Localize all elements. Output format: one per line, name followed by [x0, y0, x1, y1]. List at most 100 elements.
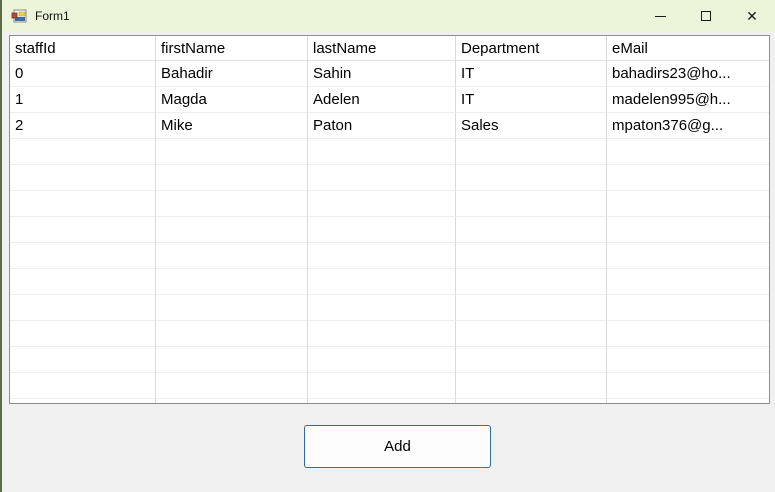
empty-rows-region [10, 139, 769, 403]
empty-cell[interactable] [308, 347, 456, 373]
empty-cell[interactable] [456, 191, 607, 217]
add-button[interactable]: Add [304, 425, 491, 468]
empty-cell[interactable] [456, 295, 607, 321]
empty-cell[interactable] [308, 243, 456, 269]
empty-cell[interactable] [10, 373, 156, 399]
empty-cell[interactable] [156, 139, 308, 165]
cell-email[interactable]: madelen995@h... [607, 87, 769, 113]
empty-cell[interactable] [10, 165, 156, 191]
staff-datagrid[interactable]: staffId firstName lastName Department eM… [9, 35, 770, 404]
close-button[interactable]: ✕ [729, 0, 775, 32]
empty-cell[interactable] [10, 295, 156, 321]
empty-cell[interactable] [156, 269, 308, 295]
empty-cell[interactable] [607, 165, 769, 191]
minimize-icon [654, 15, 666, 17]
empty-cell[interactable] [10, 139, 156, 165]
empty-cell[interactable] [308, 321, 456, 347]
cell-lastname[interactable]: Paton [308, 113, 456, 139]
empty-cell[interactable] [607, 373, 769, 399]
cell-department[interactable]: IT [456, 61, 607, 87]
empty-cell[interactable] [308, 217, 456, 243]
cell-firstname[interactable]: Magda [156, 87, 308, 113]
empty-table-row [10, 217, 769, 243]
column-header-staffid[interactable]: staffId [10, 36, 156, 61]
empty-cell[interactable] [156, 347, 308, 373]
empty-table-row [10, 243, 769, 269]
empty-cell[interactable] [10, 217, 156, 243]
empty-cell[interactable] [308, 295, 456, 321]
empty-cell[interactable] [607, 217, 769, 243]
empty-cell[interactable] [10, 243, 156, 269]
empty-cell[interactable] [10, 399, 156, 403]
empty-cell[interactable] [156, 295, 308, 321]
table-row: 1 Magda Adelen IT madelen995@h... [10, 87, 769, 113]
empty-cell[interactable] [156, 399, 308, 403]
empty-cell[interactable] [456, 347, 607, 373]
column-header-email[interactable]: eMail [607, 36, 769, 61]
empty-cell[interactable] [607, 269, 769, 295]
titlebar[interactable]: Form1 ✕ [2, 0, 775, 32]
empty-table-row [10, 191, 769, 217]
cell-department[interactable]: IT [456, 87, 607, 113]
empty-cell[interactable] [456, 217, 607, 243]
empty-table-row [10, 399, 769, 403]
cell-lastname[interactable]: Sahin [308, 61, 456, 87]
empty-cell[interactable] [10, 269, 156, 295]
empty-cell[interactable] [156, 217, 308, 243]
empty-cell[interactable] [607, 191, 769, 217]
empty-cell[interactable] [607, 321, 769, 347]
empty-cell[interactable] [156, 243, 308, 269]
empty-cell[interactable] [456, 321, 607, 347]
empty-cell[interactable] [156, 321, 308, 347]
cell-firstname[interactable]: Mike [156, 113, 308, 139]
maximize-button[interactable] [683, 0, 729, 32]
empty-table-row [10, 373, 769, 399]
cell-staffid[interactable]: 1 [10, 87, 156, 113]
empty-cell[interactable] [156, 373, 308, 399]
column-header-firstname[interactable]: firstName [156, 36, 308, 61]
maximize-icon [701, 11, 711, 21]
winforms-form-icon [11, 9, 27, 23]
empty-cell[interactable] [308, 399, 456, 403]
empty-cell[interactable] [607, 243, 769, 269]
datagrid-header-row: staffId firstName lastName Department eM… [10, 36, 769, 61]
column-header-lastname[interactable]: lastName [308, 36, 456, 61]
empty-cell[interactable] [456, 399, 607, 403]
empty-cell[interactable] [308, 269, 456, 295]
empty-table-row [10, 165, 769, 191]
empty-cell[interactable] [308, 139, 456, 165]
empty-cell[interactable] [156, 165, 308, 191]
empty-cell[interactable] [456, 373, 607, 399]
empty-cell[interactable] [10, 321, 156, 347]
empty-cell[interactable] [308, 191, 456, 217]
cell-department[interactable]: Sales [456, 113, 607, 139]
empty-cell[interactable] [607, 347, 769, 373]
close-icon: ✕ [746, 8, 758, 24]
empty-table-row [10, 347, 769, 373]
cell-email[interactable]: mpaton376@g... [607, 113, 769, 139]
empty-table-row [10, 295, 769, 321]
table-row: 0 Bahadir Sahin IT bahadirs23@ho... [10, 61, 769, 87]
minimize-button[interactable] [637, 0, 683, 32]
empty-cell[interactable] [10, 191, 156, 217]
empty-cell[interactable] [156, 191, 308, 217]
empty-cell[interactable] [10, 347, 156, 373]
cell-staffid[interactable]: 2 [10, 113, 156, 139]
empty-cell[interactable] [456, 165, 607, 191]
cell-lastname[interactable]: Adelen [308, 87, 456, 113]
empty-cell[interactable] [456, 269, 607, 295]
cell-staffid[interactable]: 0 [10, 61, 156, 87]
empty-cell[interactable] [607, 295, 769, 321]
empty-cell[interactable] [308, 373, 456, 399]
empty-table-row [10, 139, 769, 165]
empty-cell[interactable] [607, 399, 769, 403]
empty-table-row [10, 269, 769, 295]
cell-email[interactable]: bahadirs23@ho... [607, 61, 769, 87]
empty-cell[interactable] [607, 139, 769, 165]
column-header-department[interactable]: Department [456, 36, 607, 61]
cell-firstname[interactable]: Bahadir [156, 61, 308, 87]
empty-cell[interactable] [456, 243, 607, 269]
empty-cell[interactable] [308, 165, 456, 191]
empty-cell[interactable] [456, 139, 607, 165]
